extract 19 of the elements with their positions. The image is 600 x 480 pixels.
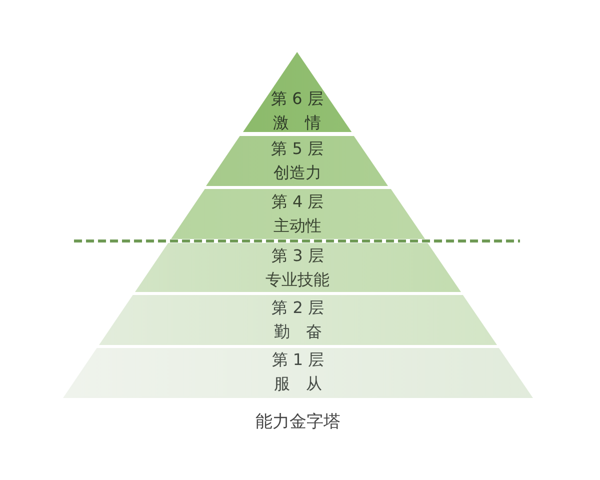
pyramid-tier xyxy=(98,295,497,345)
tier-heading: 第 2 层 xyxy=(272,298,324,318)
pyramid-tier xyxy=(170,189,425,239)
pyramid-tier xyxy=(63,348,533,398)
tier-label: 专业技能 xyxy=(266,270,330,290)
tier-heading: 第 4 层 xyxy=(271,192,324,212)
tier-heading: 第 6 层 xyxy=(271,89,324,109)
tier-label: 创造力 xyxy=(273,163,322,183)
tier-label: 主动性 xyxy=(274,216,322,236)
tier-heading: 第 5 层 xyxy=(271,139,324,159)
caption: 能力金字塔 xyxy=(256,411,340,433)
tier-label: 服 从 xyxy=(274,374,322,394)
tier-heading: 第 3 层 xyxy=(272,246,324,266)
tier-label: 激 情 xyxy=(273,113,322,133)
pyramid-tier xyxy=(206,136,388,186)
pyramid-tier xyxy=(134,243,461,292)
tier-label: 勤 奋 xyxy=(274,322,322,342)
tier-heading: 第 1 层 xyxy=(272,350,324,370)
pyramid-tier xyxy=(242,52,352,132)
